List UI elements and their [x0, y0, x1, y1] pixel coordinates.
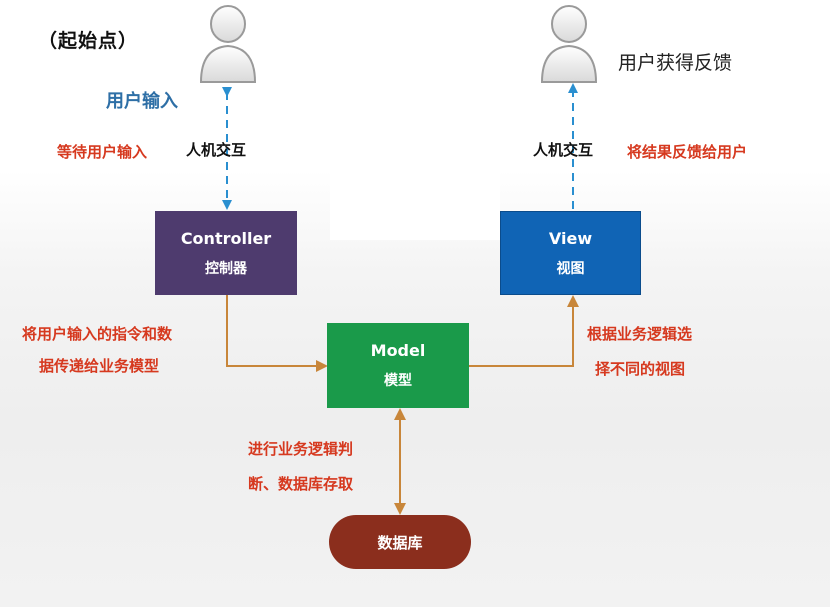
- view-title: View: [548, 228, 593, 248]
- select-view-line2: 择不同的视图: [595, 360, 686, 378]
- controller-subtitle: 控制器: [205, 260, 247, 277]
- pass-to-model-line1: 将用户输入的指令和数: [22, 325, 173, 343]
- database-label: 数据库: [377, 533, 423, 552]
- view-subtitle: 视图: [556, 260, 585, 277]
- user-input-label: 用户输入: [106, 91, 178, 112]
- model-subtitle: 模型: [384, 373, 412, 389]
- model-box: Model 模型: [327, 323, 469, 408]
- arrow-controller-to-model: [226, 295, 328, 372]
- user-feedback-label: 用户获得反馈: [618, 52, 733, 74]
- wait-input-label: 等待用户输入: [57, 143, 148, 161]
- view-box: View 视图: [500, 211, 641, 295]
- controller-box: Controller 控制器: [155, 211, 297, 295]
- user-icon: [540, 5, 598, 83]
- arrow-model-to-view: [469, 295, 579, 367]
- database-node: 数据库: [329, 515, 471, 569]
- business-logic-line1: 进行业务逻辑判: [248, 440, 354, 458]
- model-title: Model: [370, 341, 426, 360]
- start-label: （起始点）: [38, 30, 139, 52]
- pass-to-model-line2: 据传递给业务模型: [39, 357, 160, 375]
- select-view-line1: 根据业务逻辑选: [587, 325, 693, 343]
- hci-label-left: 人机交互: [186, 141, 247, 159]
- controller-title: Controller: [180, 228, 272, 248]
- business-logic-line2: 断、数据库存取: [248, 475, 354, 493]
- return-feedback-label: 将结果反馈给用户: [627, 143, 748, 161]
- hci-label-right: 人机交互: [533, 141, 594, 159]
- user-icon: [199, 5, 257, 83]
